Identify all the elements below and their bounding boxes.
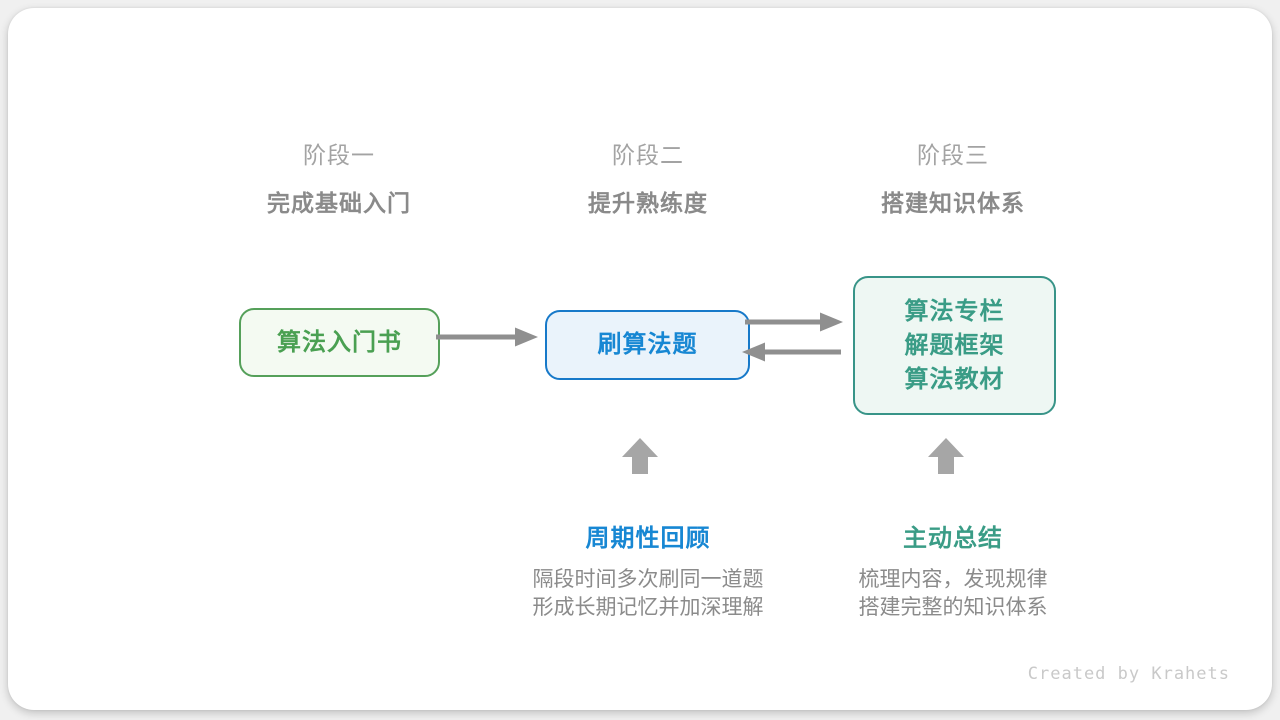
stage-2-label: 阶段二 <box>612 142 684 168</box>
stage-2-subtitle: 提升熟练度 <box>588 190 708 216</box>
annotation-review-desc: 隔段时间多次刷同一道题 形成长期记忆并加深理解 <box>478 566 818 622</box>
annotation-summary-desc-line1: 梳理内容，发现规律 <box>858 568 1048 591</box>
node-intro-book-label: 算法入门书 <box>277 328 402 356</box>
stage-3-label: 阶段三 <box>917 142 989 168</box>
credit-text: Created by Krahets <box>1027 664 1230 684</box>
stage-1-label: 阶段一 <box>303 142 375 168</box>
annotation-review-desc-line2: 形成长期记忆并加深理解 <box>532 596 764 619</box>
annotation-summary-desc-line2: 搭建完整的知识体系 <box>858 596 1048 619</box>
stage-1-subtitle: 完成基础入门 <box>267 190 411 216</box>
node-intro-book: 算法入门书 <box>239 308 440 377</box>
node-practice-problems: 刷算法题 <box>545 310 750 380</box>
annotation-review-title: 周期性回顾 <box>585 525 711 552</box>
arrow-up-icon <box>928 438 964 474</box>
node-practice-problems-label: 刷算法题 <box>597 331 698 358</box>
stage-3-subtitle: 搭建知识体系 <box>881 190 1025 216</box>
node-resource-column-label: 算法专栏 <box>904 297 1005 325</box>
arrow-right-icon <box>745 312 843 332</box>
arrow-left-icon <box>742 342 841 362</box>
annotation-summary-desc: 梳理内容，发现规律 搭建完整的知识体系 <box>783 566 1123 622</box>
diagram-card: 阶段一 完成基础入门 阶段二 提升熟练度 阶段三 搭建知识体系 算法入门书 刷算… <box>8 8 1272 710</box>
node-knowledge-resources: 算法专栏 解题框架 算法教材 <box>853 276 1056 415</box>
annotation-review-desc-line1: 隔段时间多次刷同一道题 <box>532 568 764 591</box>
node-resource-textbook-label: 算法教材 <box>904 365 1005 393</box>
node-resource-framework-label: 解题框架 <box>904 331 1005 359</box>
arrow-up-icon <box>622 438 658 474</box>
annotation-summary-title: 主动总结 <box>903 525 1003 552</box>
arrow-right-icon <box>436 327 538 347</box>
